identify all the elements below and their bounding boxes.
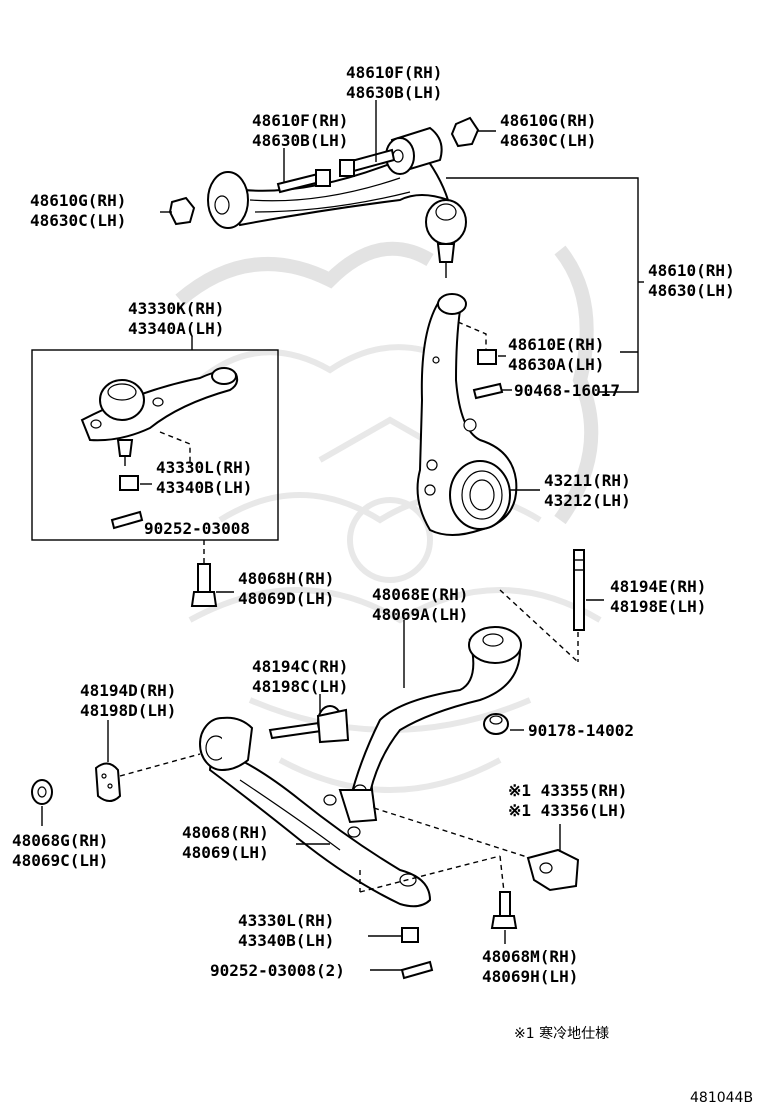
label-ball-joint-bolt: 48068H(RH) 48069D(LH): [238, 569, 334, 608]
label-lower-ball-joint: 43330K(RH) 43340A(LH): [128, 299, 224, 338]
svg-text:48068M(RH): 48068M(RH): [482, 947, 578, 966]
ball-joint-bolt: [190, 563, 218, 607]
upper-bolt-right: [339, 148, 396, 177]
label-strut-nut: 90178-14002: [528, 721, 634, 740]
svg-text:48630C(LH): 48630C(LH): [500, 131, 596, 150]
upper-nut-right-shape: [450, 116, 480, 148]
svg-text:48069C(LH): 48069C(LH): [12, 851, 108, 870]
upper-bolt-left: [276, 169, 331, 194]
castle-nut-lower: [401, 927, 419, 943]
svg-text:48198C(LH): 48198C(LH): [252, 677, 348, 696]
label-stud-bolt-left: 48194C(RH) 48198C(LH): [252, 657, 348, 696]
cotter-pin-ball-joint: [110, 510, 144, 530]
svg-text:48194D(RH): 48194D(RH): [80, 681, 176, 700]
label-cold-area-bracket: ※1 43355(RH) ※1 43356(LH): [508, 781, 627, 820]
svg-text:48068E(RH): 48068E(RH): [372, 585, 468, 604]
svg-text:48610G(RH): 48610G(RH): [30, 191, 126, 210]
svg-text:48630B(LH): 48630B(LH): [346, 83, 442, 102]
lower-control-arm: [199, 716, 432, 908]
svg-text:48069A(LH): 48069A(LH): [372, 605, 468, 624]
nut-far-left: [31, 779, 53, 805]
svg-text:43340B(LH): 43340B(LH): [156, 478, 252, 497]
label-upper-arm-bolt: 48610F(RH) 48630B(LH): [346, 63, 442, 102]
svg-text:48069(LH): 48069(LH): [182, 843, 269, 862]
bushing-left: [94, 762, 122, 802]
label-nut-far-left: 48068G(RH) 48069C(LH): [12, 831, 108, 870]
svg-text:48610F(RH): 48610F(RH): [252, 111, 348, 130]
svg-text:48069D(LH): 48069D(LH): [238, 589, 334, 608]
svg-text:43330K(RH): 43330K(RH): [128, 299, 224, 318]
label-upper-arm-assy: 48610(RH) 48630(LH): [648, 261, 735, 300]
svg-text:48630B(LH): 48630B(LH): [252, 131, 348, 150]
svg-text:48069H(LH): 48069H(LH): [482, 967, 578, 986]
label-upper-cotter-pin: 90468-16017: [514, 381, 620, 400]
label-ball-joint-cotter-pin: 90252-03008: [144, 519, 250, 538]
svg-text:48610F(RH): 48610F(RH): [346, 63, 442, 82]
label-stud-bolt-right: 48194E(RH) 48198E(LH): [610, 577, 706, 616]
stud-bolt-right: [573, 549, 585, 631]
label-upper-nut-right: 48610G(RH) 48630C(LH): [500, 111, 596, 150]
watermark-emblem: [175, 241, 602, 793]
strut-rod: [348, 626, 522, 804]
label-lower-cotter-pin: 90252-03008(2): [210, 961, 345, 980]
svg-text:48630C(LH): 48630C(LH): [30, 211, 126, 230]
cotter-pin-upper: [472, 382, 504, 400]
svg-text:43330L(RH): 43330L(RH): [238, 911, 334, 930]
label-upper-ball-nut: 48610E(RH) 48630A(LH): [508, 335, 604, 374]
svg-text:48068(RH): 48068(RH): [182, 823, 269, 842]
cotter-pin-lower: [400, 960, 434, 980]
label-lower-arm: 48068(RH) 48069(LH): [182, 823, 269, 862]
label-bushing-left: 48194D(RH) 48198D(LH): [80, 681, 176, 720]
label-lower-arm-bolt: 48068M(RH) 48069H(LH): [482, 947, 578, 986]
svg-text:43211(RH): 43211(RH): [544, 471, 631, 490]
castle-nut-ball-joint: [119, 475, 139, 491]
label-steering-knuckle: 43211(RH) 43212(LH): [544, 471, 631, 510]
svg-text:48610E(RH): 48610E(RH): [508, 335, 604, 354]
svg-text:43212(LH): 43212(LH): [544, 491, 631, 510]
svg-text:43340B(LH): 43340B(LH): [238, 931, 334, 950]
footnote: ※1 寒冷地仕様: [514, 1025, 609, 1042]
stud-bolt-left: [268, 705, 350, 744]
label-upper-nut-left: 48610G(RH) 48630C(LH): [30, 191, 126, 230]
ball-joint-group-box: [31, 349, 279, 541]
cold-area-bracket-shape: [526, 848, 580, 892]
svg-text:48198D(LH): 48198D(LH): [80, 701, 176, 720]
svg-text:43330L(RH): 43330L(RH): [156, 458, 252, 477]
svg-text:48610G(RH): 48610G(RH): [500, 111, 596, 130]
lower-ball-joint: [80, 367, 239, 466]
label-lower-arm-nut: 43330L(RH) 43340B(LH): [238, 911, 334, 950]
svg-text:48194E(RH): 48194E(RH): [610, 577, 706, 596]
label-strut-rod: 48068E(RH) 48069A(LH): [372, 585, 468, 624]
upper-arm-bracket-line: [446, 177, 639, 393]
svg-text:48630A(LH): 48630A(LH): [508, 355, 604, 374]
svg-text:48068H(RH): 48068H(RH): [238, 569, 334, 588]
svg-text:48194C(RH): 48194C(RH): [252, 657, 348, 676]
label-upper-arm-bolt-2: 48610F(RH) 48630B(LH): [252, 111, 348, 150]
svg-text:48198E(LH): 48198E(LH): [610, 597, 706, 616]
svg-text:※1 43356(LH): ※1 43356(LH): [508, 801, 627, 820]
figure-id: 481044B: [690, 1090, 753, 1106]
svg-text:43340A(LH): 43340A(LH): [128, 319, 224, 338]
castle-nut-upper: [477, 349, 497, 365]
svg-text:48610(RH): 48610(RH): [648, 261, 735, 280]
svg-text:48068G(RH): 48068G(RH): [12, 831, 108, 850]
steering-knuckle: [416, 293, 540, 536]
svg-text:※1 43355(RH): ※1 43355(RH): [508, 781, 627, 800]
svg-text:48630(LH): 48630(LH): [648, 281, 735, 300]
lower-arm-bolt: [490, 891, 518, 929]
upper-nut-left-shape: [168, 196, 196, 226]
label-lower-ball-nut: 43330L(RH) 43340B(LH): [156, 458, 252, 497]
